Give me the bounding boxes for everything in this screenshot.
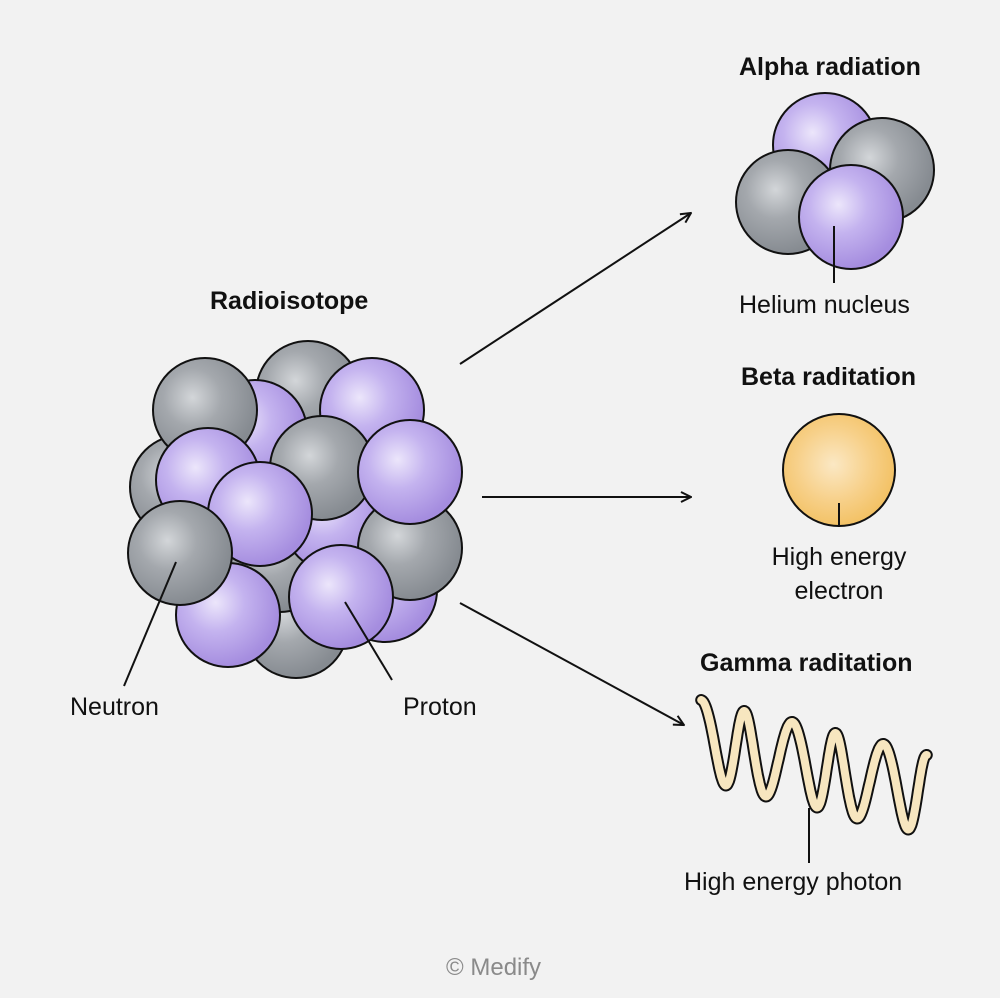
electron-label-line2: electron <box>794 577 884 605</box>
helium-nucleus <box>735 92 935 270</box>
alpha-title: Alpha radiation <box>739 53 921 81</box>
proton-label: Proton <box>403 693 477 721</box>
helium-nucleus-label: Helium nucleus <box>739 291 910 319</box>
gamma-arrow <box>459 602 684 725</box>
radioisotope-title: Radioisotope <box>210 287 369 315</box>
proton-particle <box>798 164 904 270</box>
photon-label: High energy photon <box>684 868 903 896</box>
proton-leader-line <box>344 601 393 681</box>
neutron-label: Neutron <box>70 693 159 721</box>
proton-particle <box>288 544 394 650</box>
neutron-particle <box>127 500 233 606</box>
beta-title: Beta raditation <box>741 363 917 391</box>
neutron-leader-line <box>123 561 177 687</box>
electron-label-line1: High energy <box>771 543 907 571</box>
copyright-credit: © Medify <box>446 954 542 981</box>
gamma-title: Gamma raditation <box>700 649 913 677</box>
alpha-arrow <box>459 213 691 365</box>
proton-particle <box>357 419 463 525</box>
radioisotope-nucleus <box>127 340 463 679</box>
photon-wave <box>695 694 933 836</box>
electron-label: High energy electron <box>739 542 939 606</box>
